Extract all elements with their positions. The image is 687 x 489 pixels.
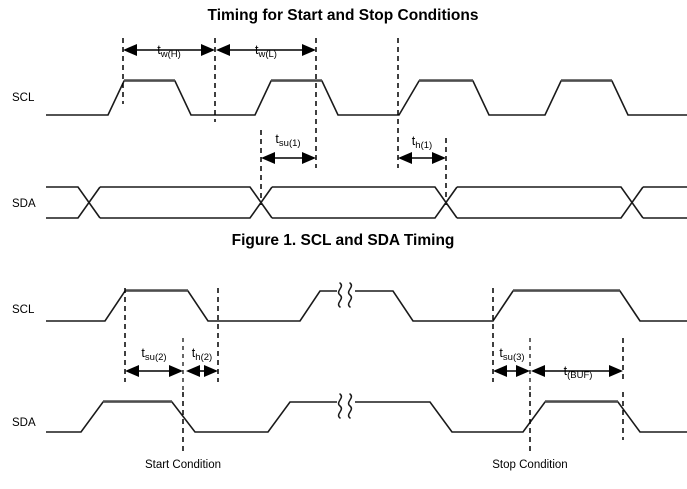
label-start-condition: Start Condition <box>145 459 221 471</box>
measure-tsu-3-arrow-left <box>493 365 507 377</box>
measure-th-2: th(2) <box>186 346 218 377</box>
measure-tbuf-label: t(BUF) <box>564 364 593 381</box>
break-symbol-sda <box>337 393 353 419</box>
measure-tw-h-arrow-right <box>201 44 215 56</box>
measure-tsu-1-label: tsu(1) <box>275 132 300 149</box>
measure-th-2-label: th(2) <box>192 346 212 363</box>
measure-tbuf-arrow-left <box>531 365 545 377</box>
sda-bus-upper-rail-top <box>46 186 687 219</box>
measure-tsu-3: tsu(3) <box>493 346 530 377</box>
measure-tw-l-arrow-left <box>216 44 230 56</box>
label-stop-condition: Stop Condition <box>492 459 567 471</box>
signal-label-scl-bottom: SCL <box>12 304 35 316</box>
scl-waveform-lower-cont <box>355 290 687 322</box>
signal-label-sda-bottom: SDA <box>12 417 36 429</box>
measure-tbuf: t(BUF) <box>531 364 623 381</box>
measure-tsu-2: tsu(2) <box>125 346 183 377</box>
measure-tw-h-label: tw(H) <box>157 43 181 60</box>
measure-tsu-3-label: tsu(3) <box>499 346 524 363</box>
scl-waveform-lower <box>46 290 337 322</box>
measure-tw-l-label: tw(L) <box>255 43 277 60</box>
measure-tbuf-arrow-right <box>609 365 623 377</box>
measure-tw-l: tw(L) <box>216 43 316 60</box>
measure-tsu-2-arrow-right <box>169 365 183 377</box>
measure-th-1: th(1) <box>398 134 446 164</box>
scl-waveform-upper <box>46 80 687 116</box>
signal-label-sda-top: SDA <box>12 198 36 210</box>
page-title: Timing for Start and Stop Conditions <box>208 7 479 24</box>
measure-tsu-2-arrow-left <box>125 365 139 377</box>
measure-th-2-arrow-right <box>204 365 218 377</box>
measure-tsu-3-arrow-right <box>516 365 530 377</box>
sda-bus-upper-rail-bottom <box>46 186 687 219</box>
measure-tw-h: tw(H) <box>123 43 215 60</box>
measure-tw-h-arrow-left <box>123 44 137 56</box>
sda-waveform-lower <box>46 401 337 433</box>
sda-waveform-lower-cont <box>355 401 687 433</box>
measure-tw-l-arrow-right <box>302 44 316 56</box>
measure-tsu-1-arrow-left <box>261 152 275 164</box>
measure-tsu-2-label: tsu(2) <box>141 346 166 363</box>
measure-th-1-arrow-right <box>432 152 446 164</box>
measure-th-1-label: th(1) <box>412 134 432 151</box>
measure-th-1-arrow-left <box>398 152 412 164</box>
figure-caption: Figure 1. SCL and SDA Timing <box>232 232 455 249</box>
measure-tsu-1: tsu(1) <box>261 132 316 164</box>
measure-th-2-arrow-left <box>186 365 200 377</box>
measure-tsu-1-arrow-right <box>302 152 316 164</box>
break-symbol-scl <box>337 282 353 308</box>
signal-label-scl-top: SCL <box>12 92 35 104</box>
